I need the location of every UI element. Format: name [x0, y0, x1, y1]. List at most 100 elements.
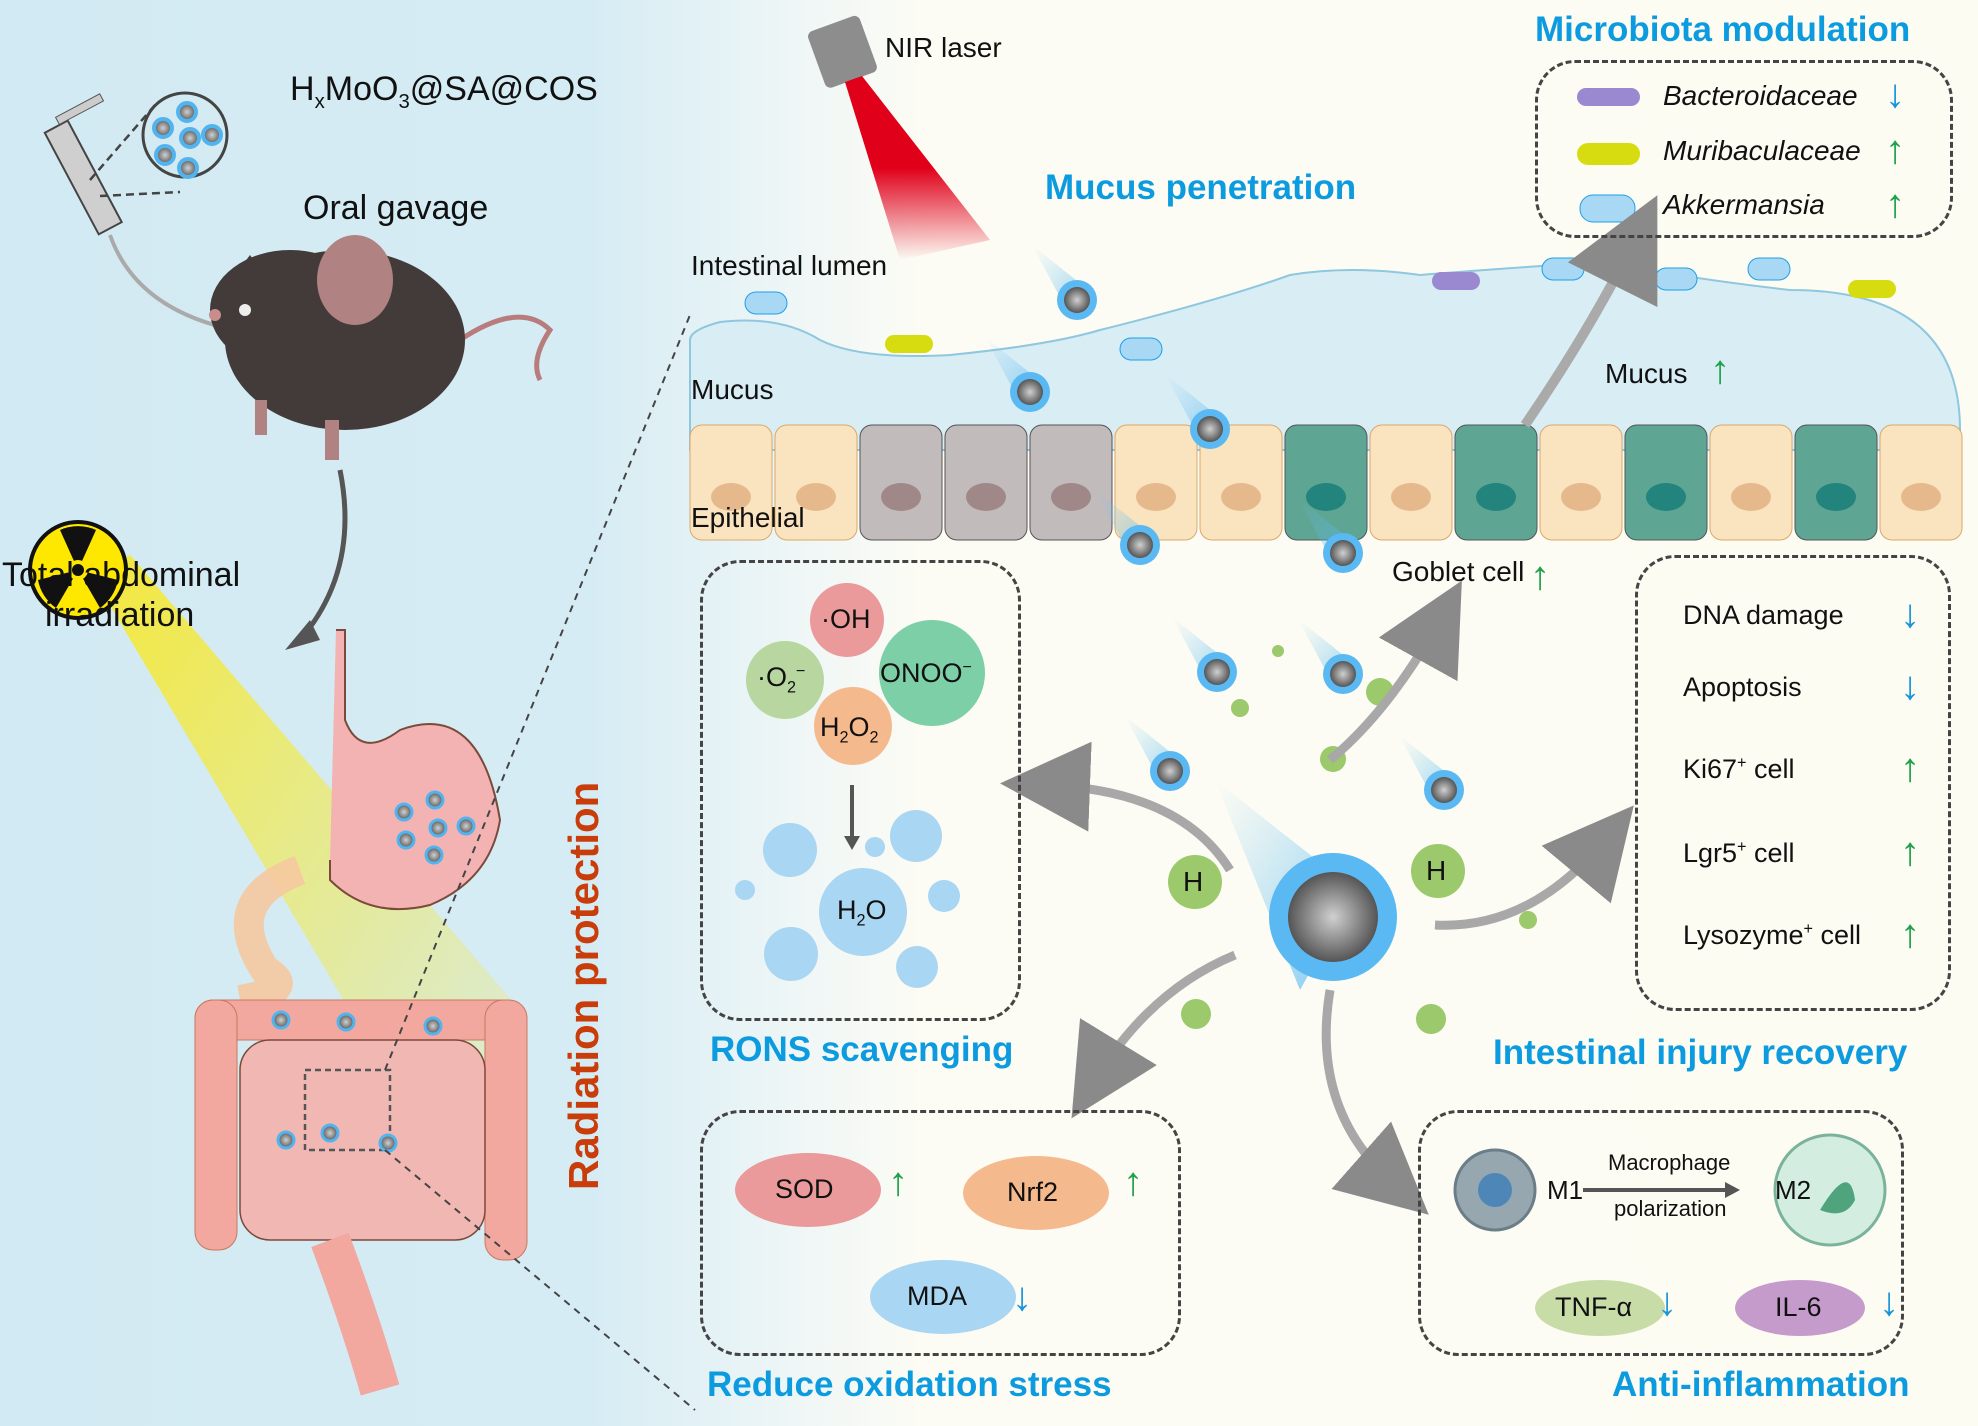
injury-recovery-item: Lgr5+ cell	[1683, 838, 1795, 869]
down-arrow-icon: ↓	[1012, 1275, 1032, 1319]
up-arrow-icon: ↑	[1900, 830, 1920, 874]
il6-ellipse	[1735, 1280, 1865, 1336]
cell-nucleus	[1646, 483, 1686, 511]
cell-nucleus	[711, 483, 751, 511]
sod-ellipse	[735, 1153, 881, 1227]
down-arrow-icon: ↓	[1900, 592, 1920, 636]
bacteria	[744, 257, 1896, 361]
water-label: H2O	[837, 895, 887, 930]
il6-label: IL-6	[1775, 1292, 1822, 1322]
inflammation-box	[1418, 1110, 1904, 1356]
nrf2-label: Nrf2	[1007, 1177, 1059, 1207]
microbiota-box	[1535, 60, 1953, 238]
up-arrow-icon: ↑	[1900, 746, 1920, 790]
oxidation-title: Reduce oxidation stress	[707, 1365, 1112, 1404]
injury-recovery-item: Apoptosis	[1683, 672, 1802, 703]
bacteroidaceae-icon	[1577, 88, 1640, 106]
irradiation-label-line1: Total abdominal	[2, 556, 241, 594]
muribaculaceae-icon	[1577, 143, 1640, 165]
cell-nucleus	[1731, 483, 1771, 511]
goblet-cell	[1454, 424, 1538, 541]
oh-radical-label: ·OH	[821, 604, 871, 634]
item-superscript: +	[1737, 754, 1747, 772]
mouse-illustration	[209, 235, 554, 460]
mucus-penetration-title: Mucus penetration	[1045, 168, 1357, 207]
intestinal-lumen-label: Intestinal lumen	[691, 250, 888, 281]
item-name: Ki67	[1683, 754, 1738, 784]
microbiota-item-name: Akkermansia	[1663, 189, 1825, 220]
epithelial-cell-row	[689, 424, 1963, 541]
m2-macrophage-icon	[1773, 1133, 1887, 1247]
rons-title: RONS scavenging	[710, 1030, 1014, 1069]
epithelial-cell	[1199, 424, 1283, 541]
nanoparticles-cluster	[152, 101, 223, 179]
epithelial-cell	[1369, 424, 1453, 541]
polarization-top-label: Macrophage	[1608, 1150, 1731, 1175]
stomach-nanoparticles	[271, 790, 476, 1153]
central-nanoparticle	[1215, 780, 1397, 990]
gi-tract-illustration	[194, 629, 528, 1396]
item-suffix: cell	[1746, 838, 1795, 868]
tnf-label: TNF-α	[1555, 1292, 1633, 1322]
down-arrow-icon: ↓	[1657, 1280, 1677, 1324]
epithelial-cell	[689, 424, 773, 541]
injury-recovery-title: Intestinal injury recovery	[1493, 1033, 1908, 1072]
nir-laser-icon	[808, 15, 990, 260]
rons-bubbles	[735, 583, 985, 988]
superoxide-label: ·O2−	[757, 662, 806, 697]
hydrogen-label-right: H	[1426, 855, 1447, 886]
radiation-protection-title: Radiation protection	[560, 781, 607, 1190]
epithelial-label: Epithelial	[691, 502, 805, 533]
polarization-bottom-label: polarization	[1614, 1196, 1727, 1221]
nrf2-ellipse	[963, 1156, 1109, 1230]
item-suffix: cell	[1746, 754, 1795, 784]
item-name: Lysozyme	[1683, 920, 1804, 950]
m1-macrophage-icon	[1453, 1148, 1537, 1232]
goblet-cell-label: Goblet cell	[1392, 556, 1525, 587]
epithelial-cell	[774, 424, 858, 541]
down-arrow-icon: ↓	[1879, 1280, 1899, 1324]
oxidation-box	[700, 1110, 1181, 1356]
nanoparticle-core	[1017, 379, 1043, 405]
goblet-cell	[1794, 424, 1878, 541]
tnf-ellipse	[1535, 1280, 1665, 1336]
peroxynitrite-label: ONOO−	[880, 658, 972, 688]
rons-box	[700, 560, 1021, 1021]
cell-nucleus	[1136, 483, 1176, 511]
item-name: Lgr5	[1683, 838, 1738, 868]
oral-gavage-label: Oral gavage	[303, 189, 489, 227]
flow-arrow	[298, 469, 348, 642]
nanoparticle-trails	[985, 245, 1464, 810]
item-suffix: cell	[1813, 920, 1862, 950]
cell-nucleus	[1816, 483, 1856, 511]
item-superscript: +	[1803, 920, 1814, 938]
m1-label: M1	[1547, 1175, 1584, 1205]
cell-nucleus	[881, 483, 921, 511]
sod-label: SOD	[775, 1174, 834, 1204]
mda-label: MDA	[907, 1281, 967, 1311]
microbiota-title: Microbiota modulation	[1535, 10, 1911, 49]
hydrogen-peroxide-label: H2O2	[820, 712, 879, 747]
mucus-increase-label: Mucus	[1605, 358, 1688, 389]
item-name: DNA damage	[1683, 600, 1844, 630]
epithelial-cell	[1709, 424, 1793, 541]
up-arrow-icon: ↑	[1900, 912, 1920, 956]
down-arrow-icon: ↓	[1885, 72, 1905, 116]
mucus-up-arrow-icon: ↑	[1710, 348, 1730, 392]
nanoparticle-core	[1330, 540, 1356, 566]
item-name: Apoptosis	[1683, 672, 1802, 702]
hydrogen-label-left: H	[1183, 866, 1204, 897]
cell-nucleus	[1221, 483, 1261, 511]
item-superscript: +	[1737, 838, 1747, 856]
goblet-cell	[1624, 424, 1708, 541]
injury-recovery-item: DNA damage	[1683, 600, 1844, 631]
injury-recovery-item: Lysozyme+ cell	[1683, 920, 1861, 951]
up-arrow-icon: ↑	[1885, 128, 1905, 172]
cell-nucleus	[796, 483, 836, 511]
up-arrow-icon: ↑	[888, 1160, 908, 1204]
cell-nucleus	[1391, 483, 1431, 511]
damaged-cell	[1029, 424, 1113, 541]
nanoparticle-core	[1330, 661, 1356, 687]
injury-recovery-box	[1635, 555, 1951, 1011]
